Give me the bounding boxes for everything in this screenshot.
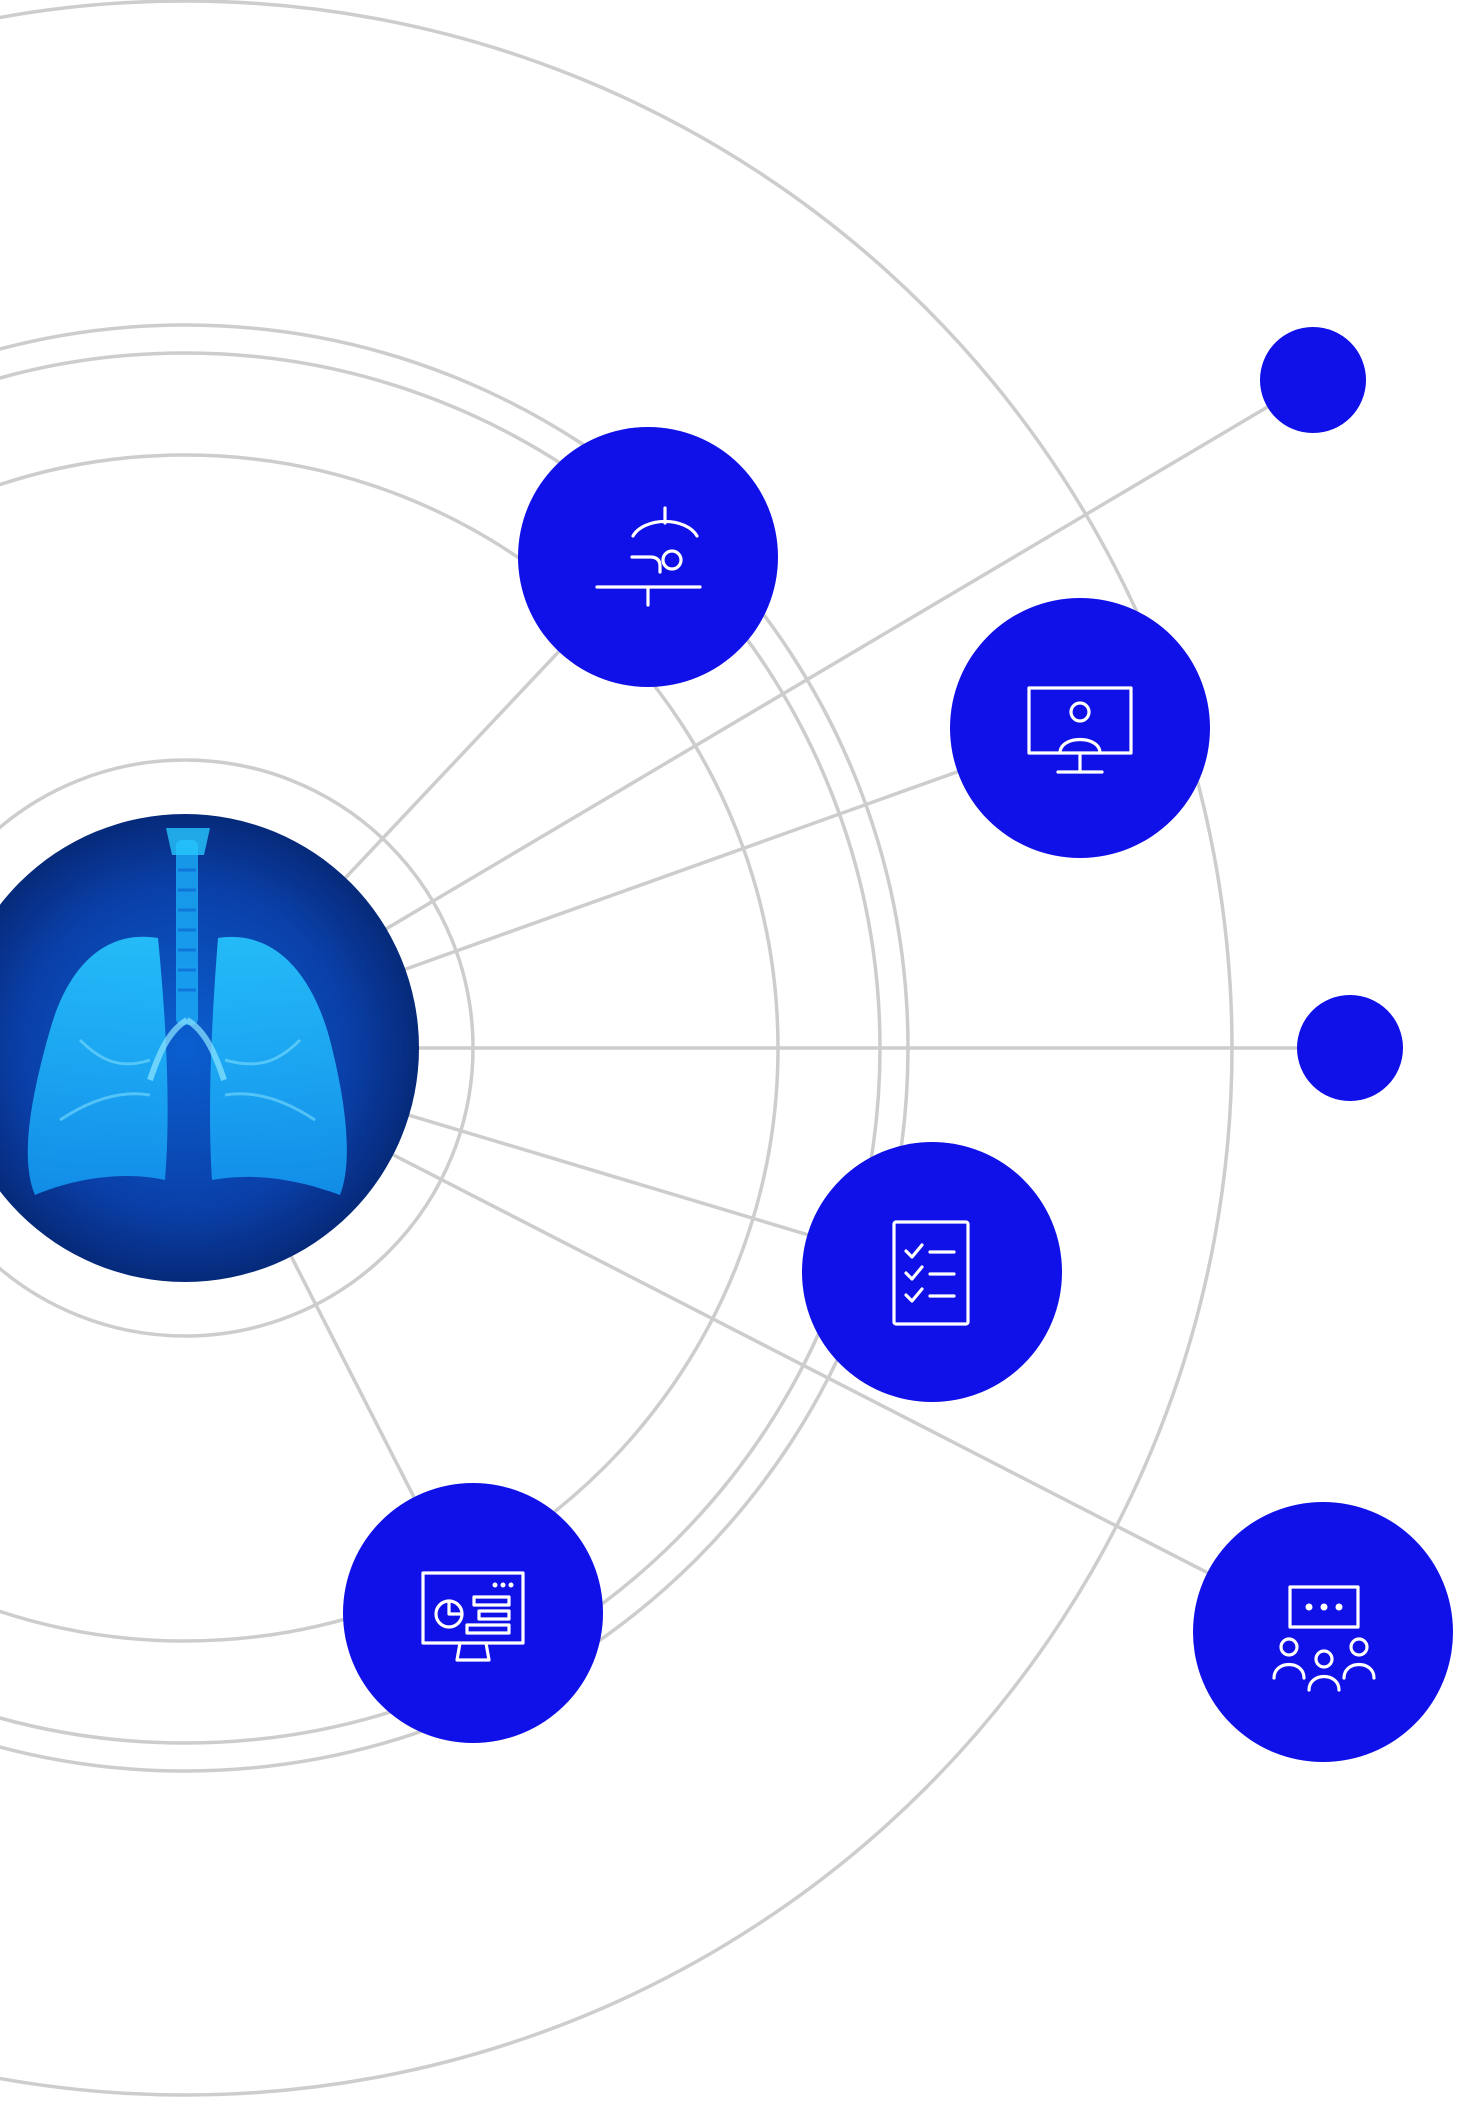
node-dashboard bbox=[343, 1483, 603, 1743]
team-meeting-icon bbox=[1272, 1585, 1376, 1692]
node-meeting bbox=[1193, 1502, 1453, 1762]
dot-middle bbox=[1297, 995, 1403, 1101]
hub bbox=[0, 814, 419, 1282]
dot-top bbox=[1260, 327, 1366, 433]
node-telehealth bbox=[950, 598, 1210, 858]
video-consultation-icon bbox=[1027, 686, 1133, 774]
analytics-dashboard-icon bbox=[421, 1571, 525, 1662]
node-surgery bbox=[518, 427, 778, 687]
checklist-icon bbox=[892, 1220, 970, 1326]
node-checklist bbox=[802, 1142, 1062, 1402]
lungs-icon bbox=[27, 828, 347, 1195]
operating-table-icon bbox=[595, 506, 702, 607]
